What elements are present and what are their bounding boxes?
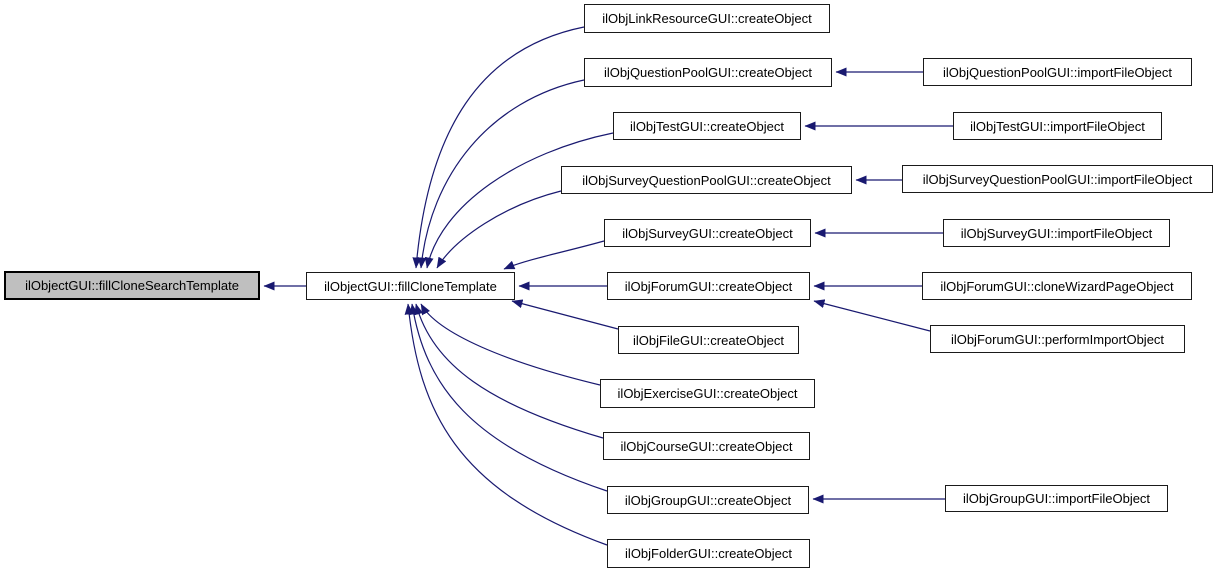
edge-folder-create-to-fillCloneTemplate — [404, 303, 608, 546]
node-forum-create[interactable]: ilObjForumGUI::createObject — [607, 272, 810, 300]
node-survey-import[interactable]: ilObjSurveyGUI::importFileObject — [943, 219, 1170, 247]
edge-test-create-to-fillCloneTemplate — [424, 132, 614, 269]
edge-questionpool-create-to-fillCloneTemplate — [417, 79, 585, 269]
edge-course-create-to-fillCloneTemplate — [414, 303, 604, 439]
node-fillCloneTemplate[interactable]: ilObjectGUI::fillCloneTemplate — [306, 272, 515, 300]
node-surveyquestionpool-create[interactable]: ilObjSurveyQuestionPoolGUI::createObject — [561, 166, 852, 194]
node-file-create[interactable]: ilObjFileGUI::createObject — [618, 326, 799, 354]
node-course-create[interactable]: ilObjCourseGUI::createObject — [603, 432, 810, 460]
node-fillCloneSearchTemplate[interactable]: ilObjectGUI::fillCloneSearchTemplate — [4, 271, 260, 300]
node-test-create[interactable]: ilObjTestGUI::createObject — [613, 112, 801, 140]
node-forum-performimport[interactable]: ilObjForumGUI::performImportObject — [930, 325, 1185, 353]
node-surveyquestionpool-import[interactable]: ilObjSurveyQuestionPoolGUI::importFileOb… — [902, 165, 1213, 193]
node-exercise-create[interactable]: ilObjExerciseGUI::createObject — [600, 379, 815, 408]
edge-exercise-create-to-fillCloneTemplate — [420, 303, 601, 386]
edge-group — [263, 26, 953, 546]
node-group-import[interactable]: ilObjGroupGUI::importFileObject — [945, 485, 1168, 512]
edge-survey-create-to-fillCloneTemplate — [503, 240, 605, 270]
node-test-import[interactable]: ilObjTestGUI::importFileObject — [953, 112, 1162, 140]
node-folder-create[interactable]: ilObjFolderGUI::createObject — [607, 539, 810, 568]
node-survey-create[interactable]: ilObjSurveyGUI::createObject — [604, 219, 811, 247]
node-questionpool-create[interactable]: ilObjQuestionPoolGUI::createObject — [584, 58, 832, 87]
edge-file-create-to-fillCloneTemplate — [511, 299, 619, 330]
node-group-create[interactable]: ilObjGroupGUI::createObject — [607, 486, 809, 514]
node-forum-clonewizardpage[interactable]: ilObjForumGUI::cloneWizardPageObject — [922, 272, 1192, 300]
node-questionpool-import[interactable]: ilObjQuestionPoolGUI::importFileObject — [923, 58, 1192, 86]
edge-linkresource-create-to-fillCloneTemplate — [412, 26, 585, 269]
edge-forum-performimport-to-forum-create — [813, 299, 931, 332]
node-linkresource-create[interactable]: ilObjLinkResourceGUI::createObject — [584, 4, 830, 33]
edge-group-create-to-fillCloneTemplate — [409, 303, 608, 492]
edge-surveyquestionpool-create-to-fillCloneTemplate — [436, 190, 562, 269]
